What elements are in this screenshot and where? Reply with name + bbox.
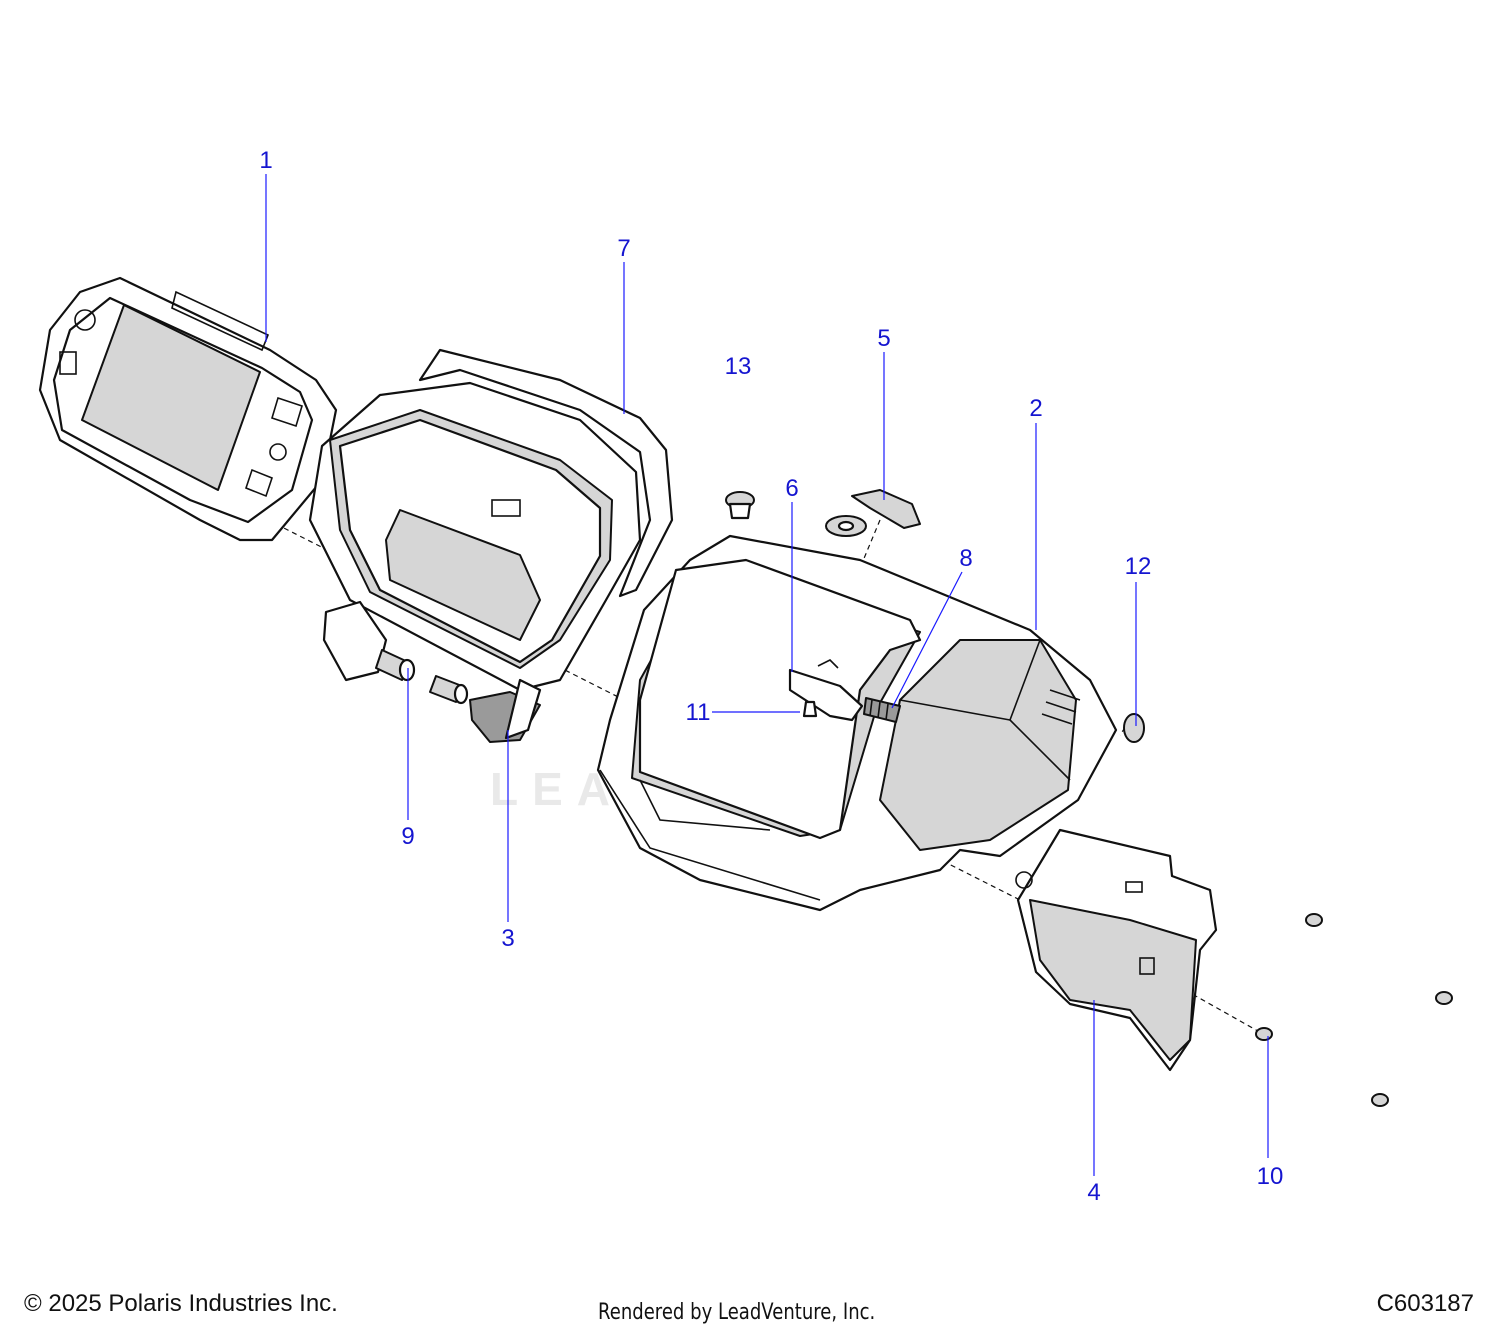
rendered-by-text: Rendered by LeadVenture, Inc. (598, 1300, 876, 1325)
callout-8: 8 (959, 545, 972, 572)
part-2-housing (596, 534, 1118, 912)
copyright-text: © 2025 Polaris Industries Inc. (24, 1290, 338, 1317)
callout-10: 10 (1257, 1163, 1284, 1190)
part-12-grommet (1123, 713, 1145, 743)
callout-1: 1 (259, 147, 272, 174)
callout-4: 4 (1087, 1179, 1100, 1206)
callout-6: 6 (785, 475, 798, 502)
part-9-pin (375, 649, 469, 705)
callout-leaders (265, 174, 1269, 1176)
part-5-knob (825, 489, 921, 537)
callout-9: 9 (401, 823, 414, 850)
part-10-screws (1255, 913, 1453, 1107)
callout-labels: 1 2 3 4 5 6 7 8 9 10 11 12 13 (259, 147, 1283, 1206)
callout-12: 12 (1125, 553, 1152, 580)
part-6-latch (788, 659, 864, 722)
callout-5: 5 (877, 325, 890, 352)
callout-2: 2 (1029, 395, 1042, 422)
callout-11: 11 (686, 699, 711, 726)
part-8-spring (863, 697, 901, 723)
callout-3: 3 (501, 925, 514, 952)
assembly-line-cover (1184, 989, 1266, 1036)
diagram-id-text: C603187 (1376, 1290, 1474, 1317)
callout-13: 13 (725, 353, 752, 380)
part-4-cover (1015, 828, 1218, 1072)
callout-7: 7 (617, 235, 630, 262)
part-11-screw (802, 700, 818, 718)
part-13-plug (725, 491, 755, 520)
part-1-display-unit (38, 276, 338, 542)
part-7-bezel-frame (308, 348, 674, 743)
